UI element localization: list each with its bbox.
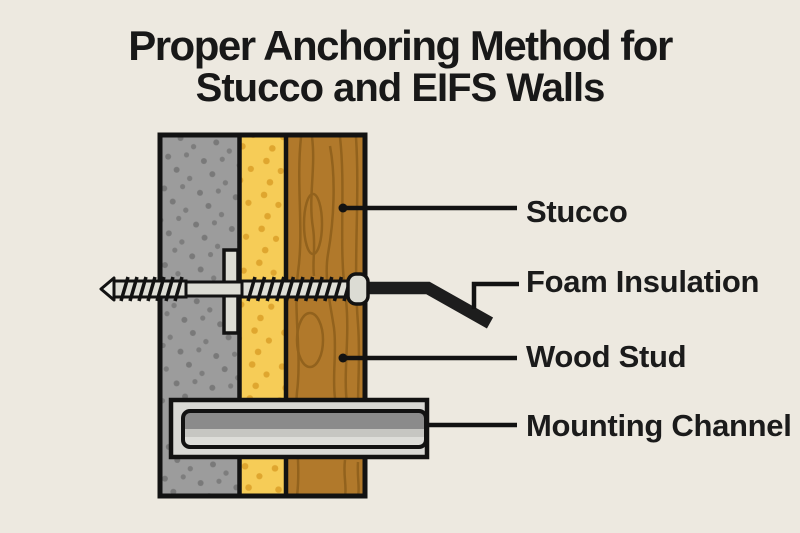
label-mounting-channel: Mounting Channel [526,408,792,443]
screw [99,272,370,306]
screw-head [346,272,370,306]
channel-inner-shading [183,429,426,447]
leader-line-wood-stud [338,353,517,363]
wall-outline [157,132,368,499]
leader-line-stucco [338,203,517,213]
page-title: Proper Anchoring Method for Stucco and E… [0,22,800,110]
leader-line-foam-insulation [471,281,519,309]
title-line-1: Proper Anchoring Method for [128,22,673,69]
screw-shank [184,280,244,298]
label-foam-insulation: Foam Insulation [526,264,760,299]
label-wood-stud: Wood Stud [526,339,687,374]
anchor-strap [365,281,494,329]
mounting-channel [168,397,430,460]
title-line-2: Stucco and EIFS Walls [195,66,606,110]
label-stucco: Stucco [526,194,628,229]
screw-tip [99,276,116,302]
